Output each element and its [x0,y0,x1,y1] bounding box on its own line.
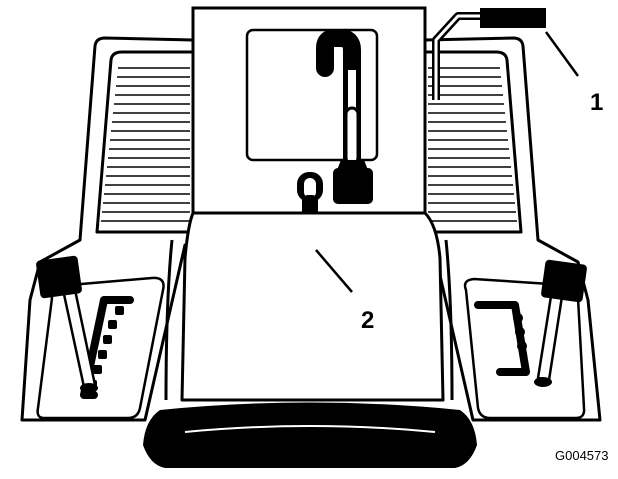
throttle-handle [480,8,546,28]
figure-id: G004573 [555,448,609,463]
seat-cushion [143,403,477,469]
shift-lever-knob [333,168,373,204]
callout-1-label: 1 [590,89,603,116]
seat-base [166,213,452,400]
callout-2-label: 2 [361,307,374,334]
left-lever-knob [36,255,83,298]
callout-1-leader [546,32,578,76]
right-lever-knob [541,259,588,302]
